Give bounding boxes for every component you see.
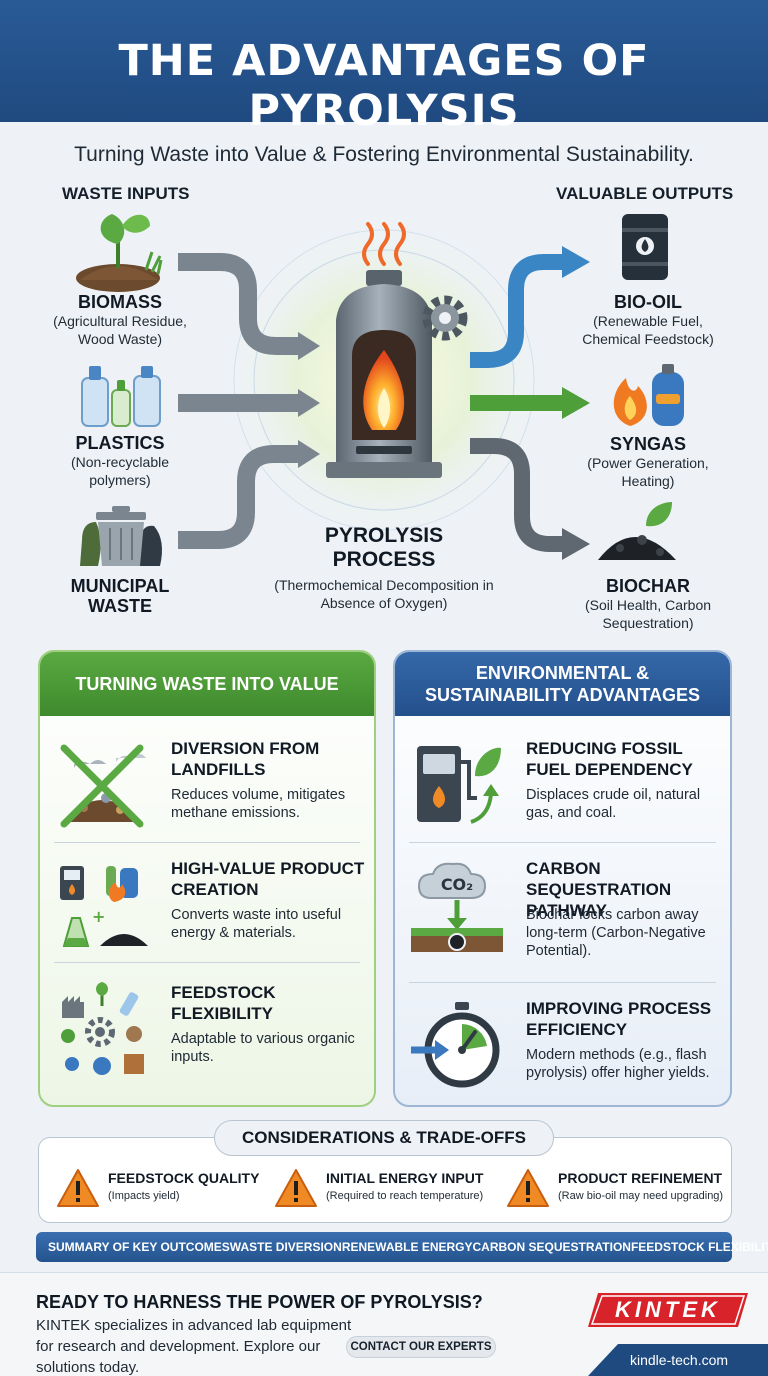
- page-title: THE ADVANTAGES OF PYROLYSIS: [118, 36, 650, 136]
- svg-text:CO₂: CO₂: [441, 875, 473, 894]
- environment-panel-title: ENVIRONMENTAL & SUSTAINABILITY ADVANTAGE…: [395, 652, 730, 716]
- warning-icon: [507, 1169, 549, 1207]
- logo-text: KINTEK: [615, 1297, 721, 1322]
- heat-waves-icon: [362, 222, 406, 266]
- gear-icon: [422, 295, 468, 341]
- summary-item: WASTE DIVERSION: [229, 1240, 342, 1254]
- summary-item: CARBON SEQUESTRATION: [472, 1240, 631, 1254]
- website-link[interactable]: kindle-tech.com: [630, 1352, 729, 1368]
- env-item-title: REDUCING FOSSIL FUEL DEPENDENCY: [526, 739, 693, 779]
- svg-text:+: +: [92, 907, 105, 926]
- summary-bar: SUMMARY OF KEY OUTCOMES WASTE DIVERSION …: [36, 1232, 768, 1262]
- divider: [54, 962, 360, 963]
- value-item-title: HIGH-VALUE PRODUCT CREATION: [171, 859, 365, 899]
- value-item-desc: Adaptable to various organic inputs.: [171, 1031, 355, 1065]
- energy-materials-icon: +: [60, 866, 148, 947]
- value-item-products: + HIGH-VALUE PRODUCT CREATION Converts w…: [40, 858, 374, 978]
- consideration-desc: (Raw bio-oil may need upgrading): [558, 1190, 724, 1202]
- consideration-desc: (Required to reach temperature): [326, 1190, 484, 1202]
- input-municipal-waste-label: MUNICIPAL WASTE: [70, 576, 170, 616]
- process-title: PYROLYSIS PROCESS: [324, 524, 444, 571]
- env-item-title: CARBON SEQUESTRATION PATHWAY: [526, 859, 672, 920]
- value-panel-title: TURNING WASTE INTO VALUE: [40, 652, 374, 716]
- env-item-title: IMPROVING PROCESS EFFICIENCY: [526, 999, 712, 1039]
- value-item-desc: Converts waste into useful energy & mate…: [171, 907, 342, 941]
- value-panel: TURNING WASTE INTO VALUE DIVERSION FROM …: [38, 650, 376, 1107]
- value-item-landfills: DIVERSION FROM LANDFILLS Reduces volume,…: [40, 738, 374, 858]
- biochar-pile-icon: [598, 502, 676, 560]
- process-desc: (Thermochemical Decomposition in Absence…: [274, 577, 494, 611]
- oil-barrel-icon: [622, 214, 668, 280]
- consideration-item: FEEDSTOCK QUALITY (Impacts yield): [56, 1168, 259, 1213]
- consideration-title: INITIAL ENERGY INPUT: [326, 1170, 484, 1186]
- feedstock-mix-icon: [61, 982, 144, 1075]
- header-banner: THE ADVANTAGES OF PYROLYSIS: [0, 0, 768, 136]
- env-item-fossil: REDUCING FOSSIL FUEL DEPENDENCY Displace…: [395, 738, 730, 858]
- co2-soil-icon: CO₂: [411, 862, 503, 952]
- env-item-desc: Modern methods (e.g., flash pyrolysis) o…: [526, 1047, 710, 1081]
- consideration-item: PRODUCT REFINEMENT (Raw bio-oil may need…: [506, 1168, 723, 1213]
- consideration-title: PRODUCT REFINEMENT: [558, 1170, 723, 1186]
- summary-item: FEEDSTOCK FLEXIBILITY: [630, 1240, 768, 1254]
- input-arrows: [178, 253, 300, 549]
- output-bio-oil-label: BIO-OIL: [614, 292, 682, 312]
- value-item-title: DIVERSION FROM LANDFILLS: [171, 739, 320, 779]
- outputs-heading: VALUABLE OUTPUTS: [556, 184, 734, 203]
- footer-title: READY TO HARNESS THE POWER OF PYROLYSIS?: [36, 1292, 483, 1312]
- consideration-desc: (Impacts yield): [108, 1190, 180, 1202]
- env-item-desc: Displaces crude oil, natural gas, and co…: [526, 787, 701, 821]
- env-item-carbon: CO₂ CARBON SEQUESTRATION PATHWAY Biochar…: [395, 858, 730, 978]
- env-item-desc: Biochar locks carbon away long-term (Car…: [526, 907, 706, 959]
- trash-bin-icon: [80, 506, 162, 566]
- landfill-crossed-icon: [60, 744, 146, 828]
- value-item-flexibility: FEEDSTOCK FLEXIBILITY Adaptable to vario…: [40, 982, 374, 1102]
- input-biomass-desc: (Agricultural Residue, Wood Waste): [53, 313, 187, 347]
- output-biochar-label: BIOCHAR: [606, 576, 690, 596]
- plastic-bottles-icon: [81, 366, 161, 427]
- output-biochar-desc: (Soil Health, Carbon Sequestration): [584, 597, 712, 631]
- output-syngas-label: SYNGAS: [609, 434, 687, 454]
- page-subtitle: Turning Waste into Value & Fostering Env…: [74, 143, 694, 166]
- inputs-heading: WASTE INPUTS: [62, 184, 190, 203]
- input-plastics-desc: (Non-recyclable polymers): [70, 454, 170, 488]
- sprout-soil-icon: [76, 214, 163, 292]
- divider: [409, 982, 716, 983]
- considerations-title: CONSIDERATIONS & TRADE-OFFS: [214, 1120, 554, 1156]
- environment-panel: ENVIRONMENTAL & SUSTAINABILITY ADVANTAGE…: [393, 650, 732, 1107]
- kintek-logo: [588, 1293, 748, 1327]
- consideration-item: INITIAL ENERGY INPUT (Required to reach …: [274, 1168, 483, 1213]
- divider: [409, 842, 716, 843]
- warning-icon: [57, 1169, 99, 1207]
- env-item-efficiency: IMPROVING PROCESS EFFICIENCY Modern meth…: [395, 998, 730, 1105]
- contact-experts-button[interactable]: CONTACT OUR EXPERTS: [346, 1336, 496, 1358]
- process-flow-diagram: [76, 214, 684, 566]
- output-bio-oil-desc: (Renewable Fuel, Chemical Feedstock): [582, 313, 714, 347]
- flame-gas-tank-icon: [613, 364, 684, 426]
- footer-text: KINTEK specializes in advanced lab equip…: [36, 1317, 352, 1376]
- output-syngas-desc: (Power Generation, Heating): [587, 455, 709, 489]
- value-item-title: FEEDSTOCK FLEXIBILITY: [171, 983, 276, 1023]
- warning-icon: [275, 1169, 317, 1207]
- footer-corner-band: [588, 1344, 768, 1376]
- stopwatch-icon: [411, 1002, 500, 1088]
- fuel-pump-leaf-icon: [417, 746, 501, 824]
- summary-label: SUMMARY OF KEY OUTCOMES: [48, 1240, 230, 1254]
- consideration-title: FEEDSTOCK QUALITY: [108, 1170, 260, 1186]
- furnace-icon: [326, 270, 442, 478]
- value-item-desc: Reduces volume, mitigates methane emissi…: [171, 787, 346, 821]
- summary-item: RENEWABLE ENERGY: [341, 1240, 473, 1254]
- divider: [54, 842, 360, 843]
- input-biomass-label: BIOMASS: [77, 292, 162, 312]
- input-plastics-label: PLASTICS: [75, 433, 165, 453]
